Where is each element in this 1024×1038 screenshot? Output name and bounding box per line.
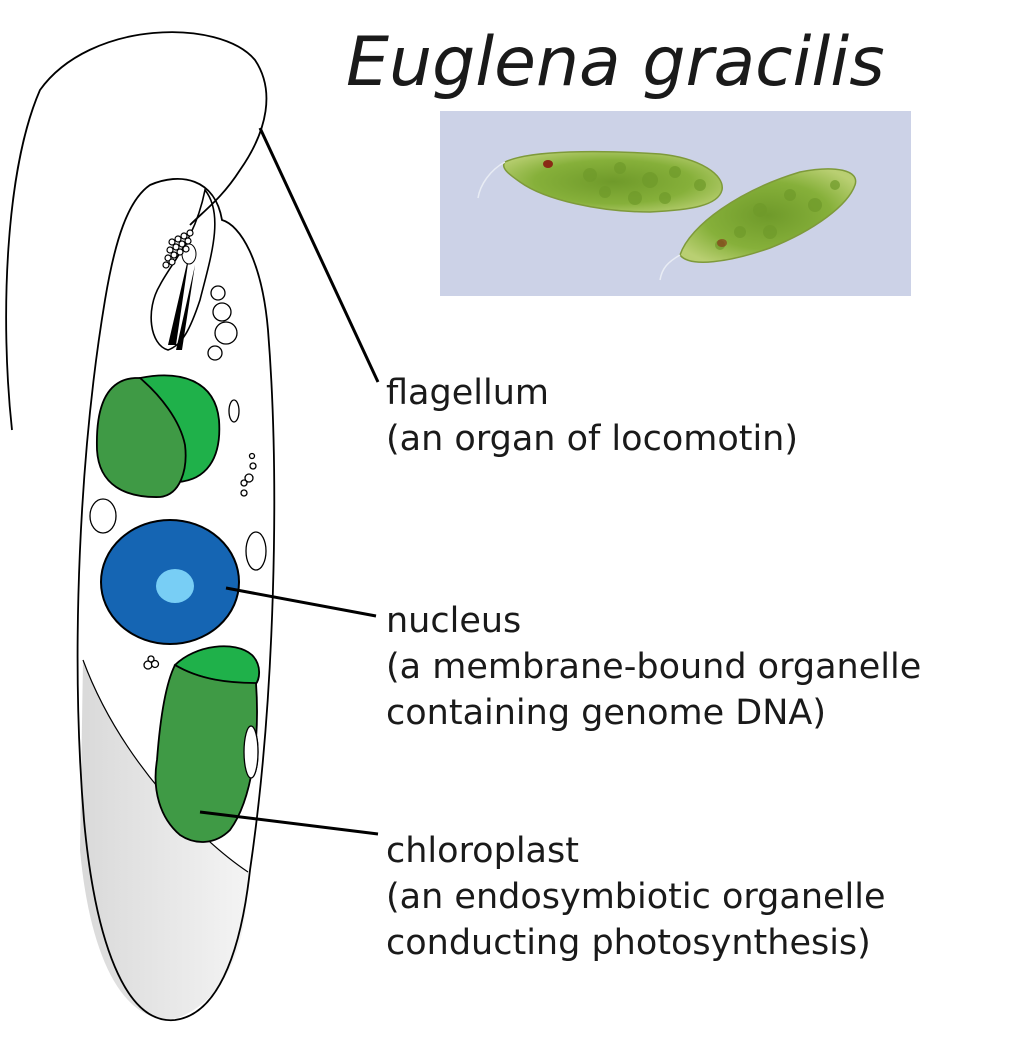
cell-body-outline: [76, 178, 276, 1021]
reservoir: [150, 188, 216, 351]
nucleus-description-line2: containing genome DNA): [386, 693, 826, 733]
chloroplast-lower: [154, 645, 261, 843]
chloroplast-description-line1: (an endosymbiotic organelle: [386, 877, 886, 917]
photo-cell-left: [477, 150, 723, 213]
photo-cell-right: [659, 168, 857, 281]
flagellum-base-2: [176, 265, 195, 350]
flagellum-strand: [5, 31, 268, 431]
flagellum-base: [168, 250, 190, 345]
nucleus-label: nucleus (a membrane-bound organelle cont…: [386, 598, 921, 736]
micrograph-photo: [440, 111, 911, 296]
chloroplast-label: chloroplast (an endosymbiotic organelle …: [386, 828, 886, 966]
nucleus: [100, 519, 240, 645]
chloroplast-name: chloroplast: [386, 831, 579, 871]
eyespot: [162, 229, 194, 269]
flagellum-name: flagellum: [386, 373, 549, 413]
figure-title: Euglena gracilis: [346, 23, 885, 102]
flagellum-label: flagellum (an organ of locomotin): [386, 370, 798, 462]
nucleus-leader-line: [225, 586, 377, 618]
flagellum-leader-line: [258, 127, 380, 383]
nucleus-name: nucleus: [386, 601, 522, 641]
chloroplast-description-line2: conducting photosynthesis): [386, 923, 871, 963]
flagellum-description: (an organ of locomotin): [386, 419, 799, 459]
body-shaded-region: [80, 660, 248, 1019]
chloroplast-upper: [95, 374, 221, 498]
chloroplast-leader-line: [199, 810, 379, 836]
nucleolus: [156, 569, 194, 603]
nucleus-description-line1: (a membrane-bound organelle: [386, 647, 922, 687]
